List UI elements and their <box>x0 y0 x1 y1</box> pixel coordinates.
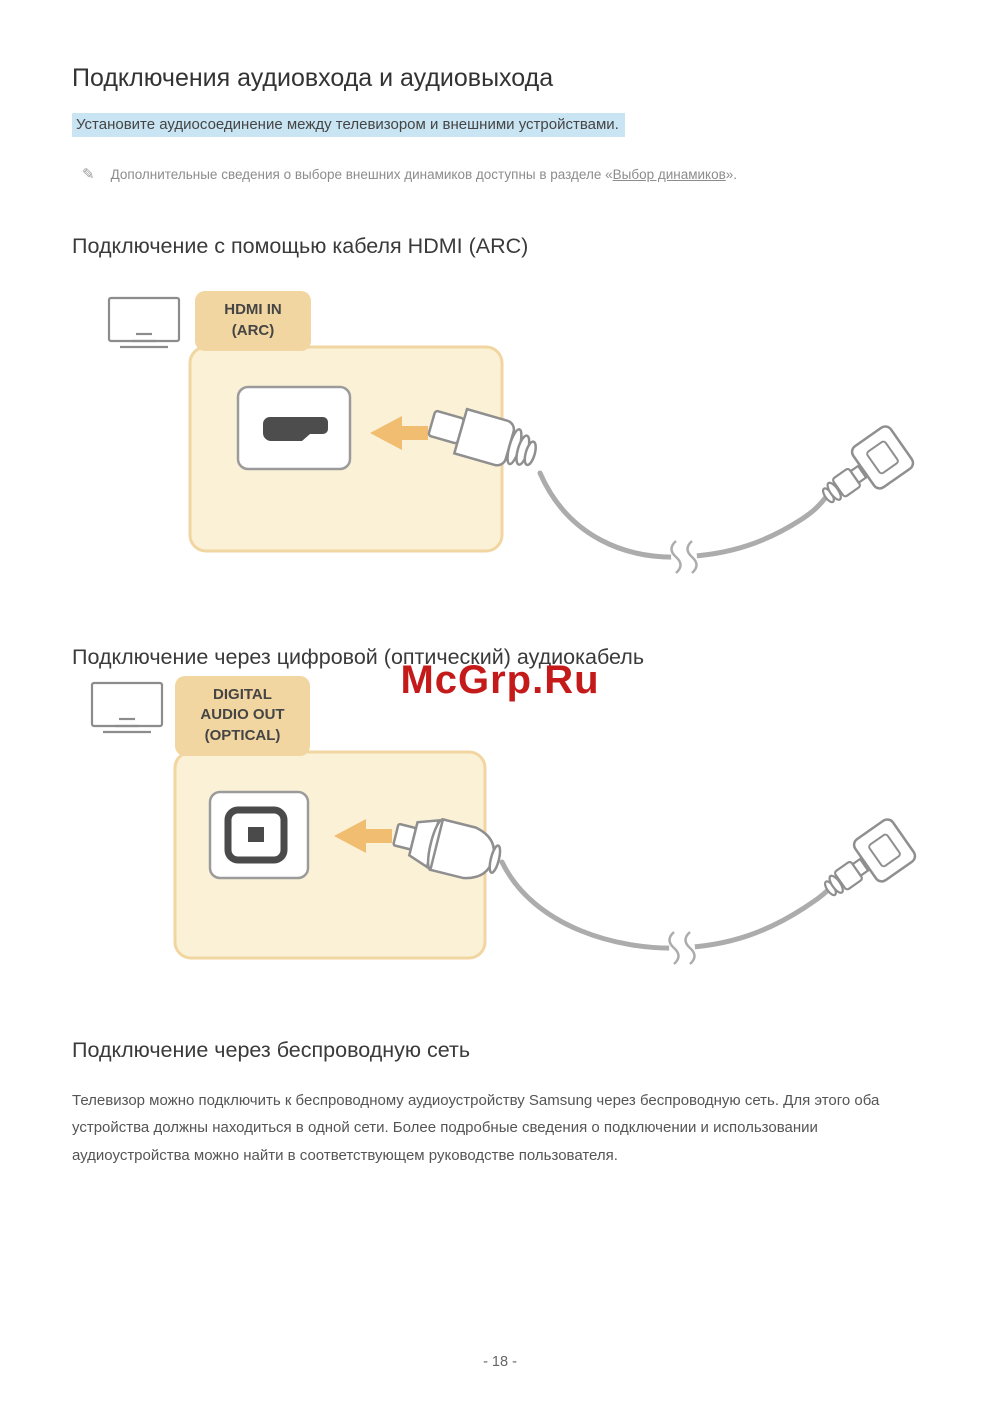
page-number: - 18 - <box>483 1354 517 1370</box>
optical-port-icon <box>208 790 310 879</box>
highlighted-subtitle: Установите аудиосоединение между телевиз… <box>72 113 625 137</box>
external-socket-icon <box>850 424 915 490</box>
footnote-suffix: ». <box>725 167 738 182</box>
page-title: Подключения аудиовхода и аудиовыхода <box>72 64 554 92</box>
footnote-prefix: Дополнительные сведения о выборе внешних… <box>110 167 613 182</box>
heading-hdmi-arc: Подключение с помощью кабеля HDMI (ARC) <box>72 233 529 258</box>
heading-wireless: Подключение через беспроводную сеть <box>72 1037 471 1062</box>
hdmi-connection-diagram: HDMI IN (ARC) <box>72 290 928 591</box>
external-socket-icon <box>852 817 917 883</box>
arrow-icon <box>334 818 392 853</box>
audio-cable <box>537 470 829 560</box>
tv-icon <box>90 681 164 733</box>
heading-optical: Подключение через цифровой (оптический) … <box>72 644 645 669</box>
cable-break-icon <box>670 539 698 574</box>
hdmi-port-icon <box>236 385 352 470</box>
optical-connection-diagram: McGrp.Ru DIGITAL AUDIO OUT (OPTICAL) <box>72 658 928 986</box>
arrow-icon <box>370 415 428 450</box>
optical-plug-icon <box>392 817 502 879</box>
pencil-icon: ✎ <box>82 166 95 183</box>
external-plug-icon <box>823 856 870 896</box>
audio-cable <box>499 859 831 951</box>
footnote-text: Дополнительные сведения о выборе внешних… <box>111 167 737 182</box>
optical-diagram-art <box>90 681 917 965</box>
external-plug-icon <box>821 463 868 503</box>
hdmi-plug-icon <box>427 407 537 467</box>
hdmi-port-label: HDMI IN (ARC) <box>195 290 311 351</box>
wireless-body-text: Телевизор можно подключить к беспроводно… <box>72 1091 880 1165</box>
cable-break-icon <box>668 930 696 965</box>
optical-port-label: DIGITAL AUDIO OUT (OPTICAL) <box>175 675 310 756</box>
watermark: McGrp.Ru <box>400 657 600 702</box>
footnote: ✎ Дополнительные сведения о выборе внешн… <box>72 166 928 184</box>
tv-icon <box>107 296 181 348</box>
speaker-selection-link[interactable]: Выбор динамиков <box>612 167 726 182</box>
intro-line: Установите аудиосоединение между телевиз… <box>72 113 928 137</box>
hdmi-diagram-art <box>107 296 915 574</box>
